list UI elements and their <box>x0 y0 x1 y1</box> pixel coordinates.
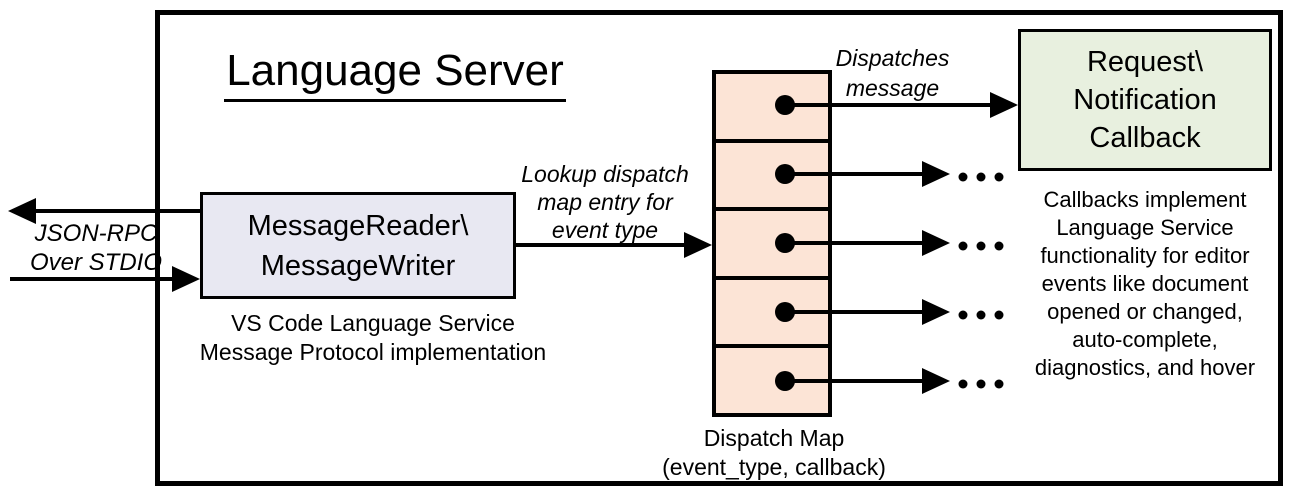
message-reader-writer-label: MessageReader\ MessageWriter <box>247 209 469 282</box>
language-server-boundary-box <box>155 10 1283 486</box>
json-rpc-stdio-label: JSON-RPC Over STDIO <box>29 220 162 276</box>
request-notification-callback-label: Request\ Notification Callback <box>1073 46 1217 154</box>
dispatch-map-box <box>712 70 832 417</box>
lookup-dispatch-label: Lookup dispatch map entry for event type <box>521 161 689 243</box>
dispatch-map-cell-5 <box>716 344 828 413</box>
dispatches-message-label: Dispatches message <box>835 45 950 101</box>
dispatch-map-cell-2 <box>716 138 828 208</box>
reader-caption: VS Code Language Service Message Protoco… <box>199 310 547 365</box>
callbacks-note: Callbacks implement Language Service fun… <box>1034 187 1256 380</box>
diagram-title: Language Server <box>224 46 566 102</box>
diagram-title-wrap: Language Server <box>215 46 575 102</box>
dispatch-map-cell-3 <box>716 207 828 276</box>
dispatch-map-cell-1 <box>716 74 828 139</box>
message-reader-writer-box: MessageReader\ MessageWriter <box>200 192 516 299</box>
dispatch-map-cell-4 <box>716 275 828 345</box>
request-notification-callback-box: Request\ Notification Callback <box>1018 29 1272 171</box>
dispatch-map-caption: Dispatch Map (event_type, callback) <box>662 425 886 480</box>
